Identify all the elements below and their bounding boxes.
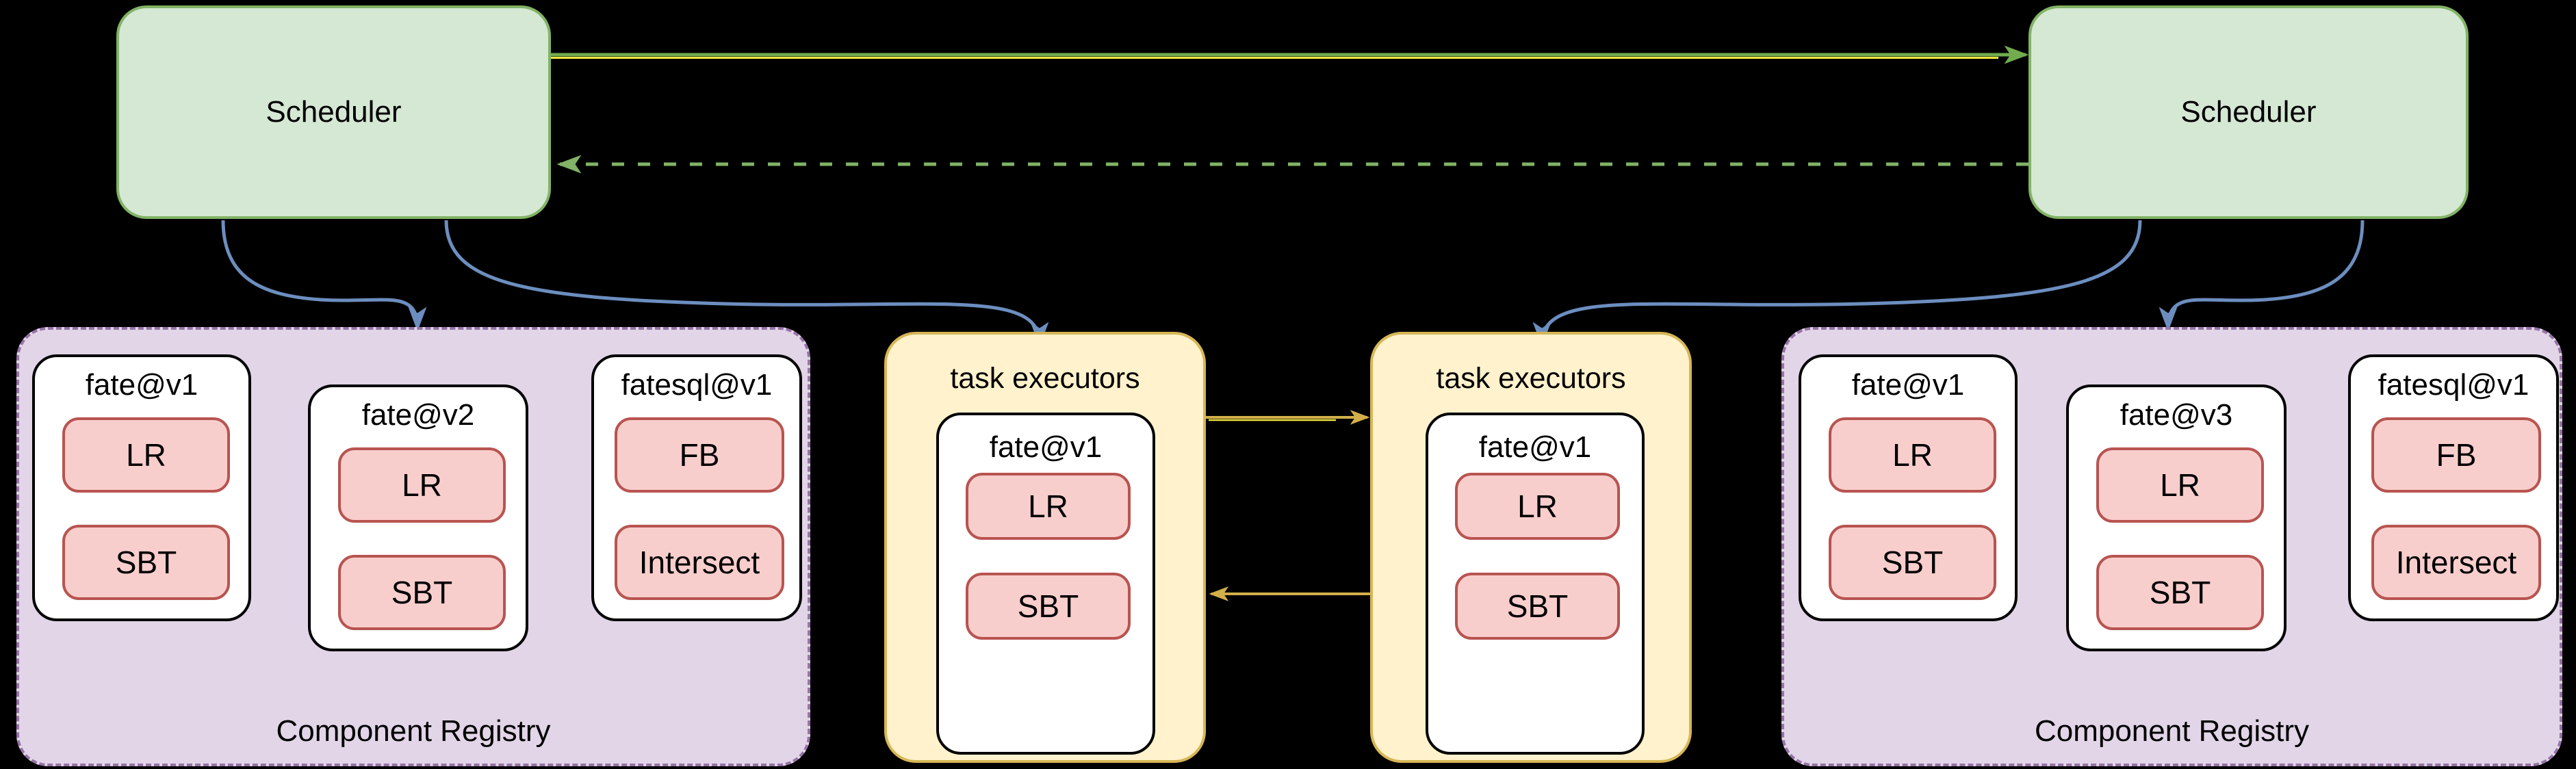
component-label: LR [1517,488,1558,524]
component-chip: SBT [1455,573,1620,640]
component-chip: LR [1829,417,1996,493]
package-fate-v1: fate@v1 LR SBT [936,413,1155,755]
arrow-scheduler-left-to-executor-left [444,220,1049,347]
component-label: SBT [391,575,453,610]
package-fate-v1: fate@v1 LR SBT [32,354,251,621]
component-chip: FB [2371,417,2541,493]
package-fate-v1: fate@v1 LR SBT [1426,413,1645,755]
component-chip: SBT [2096,555,2264,630]
component-label: FB [679,437,720,473]
component-chip: LR [62,417,230,493]
registry-right-node: fate@v1 LR SBT fate@v3 LR SBT fatesql@v1… [1781,327,2562,766]
registry-left-node: fate@v1 LR SBT fate@v2 LR SBT fatesql@v1… [16,327,810,766]
scheduler-right-node: Scheduler [2028,5,2469,219]
component-label: LR [1892,437,1933,473]
component-label: LR [402,467,442,503]
executor-left-node: task executors fate@v1 LR SBT [884,332,1206,763]
component-chip: LR [2096,447,2264,523]
arrow-scheduler-right-to-registry-right [2159,220,2365,332]
component-label: SBT [115,545,177,580]
scheduler-left-label: Scheduler [266,95,402,129]
component-label: LR [126,437,166,473]
package-name: fate@v2 [361,398,475,432]
scheduler-right-label: Scheduler [2180,95,2317,129]
arrow-scheduler-right-to-executor-right [1532,220,2142,347]
component-label: SBT [1017,588,1079,624]
package-name: fate@v1 [989,430,1103,464]
component-label: LR [1028,488,1068,524]
component-chip: SBT [1829,525,1996,600]
arrow-scheduler-left-to-registry-left [221,220,427,332]
executor-left-title: task executors [950,362,1140,395]
package-name: fatesql@v1 [621,368,773,402]
package-name: fate@v1 [85,368,198,402]
component-chip: LR [966,473,1131,540]
component-chip: LR [1455,473,1620,540]
package-fate-v1: fate@v1 LR SBT [1799,354,2018,621]
package-fate-v3: fate@v3 LR SBT [2066,384,2287,651]
registry-left-title: Component Registry [276,714,551,748]
component-chip: Intersect [2371,525,2541,600]
component-label: Intersect [639,545,760,580]
package-name: fate@v3 [2120,398,2233,432]
component-label: SBT [1881,545,1944,580]
component-chip: FB [615,417,784,493]
registry-right-title: Component Registry [2034,714,2310,748]
package-fatesql-v1: fatesql@v1 FB Intersect [591,354,802,621]
component-label: FB [2436,437,2477,473]
component-chip: SBT [338,555,506,630]
package-name: fate@v1 [1851,368,1965,402]
package-name: fate@v1 [1478,430,1592,464]
component-chip: LR [338,447,506,523]
component-label: SBT [1506,588,1569,624]
executor-right-title: task executors [1436,362,1626,395]
package-name: fatesql@v1 [2378,368,2529,402]
scheduler-left-node: Scheduler [116,5,551,219]
package-fate-v2: fate@v2 LR SBT [308,384,528,651]
package-fatesql-v1: fatesql@v1 FB Intersect [2348,354,2559,621]
component-chip: Intersect [615,525,784,600]
component-chip: SBT [966,573,1131,640]
component-chip: SBT [62,525,230,600]
component-label: Intersect [2395,545,2517,580]
executor-right-node: task executors fate@v1 LR SBT [1370,332,1692,763]
component-label: SBT [2149,575,2211,610]
component-label: LR [2160,467,2200,503]
